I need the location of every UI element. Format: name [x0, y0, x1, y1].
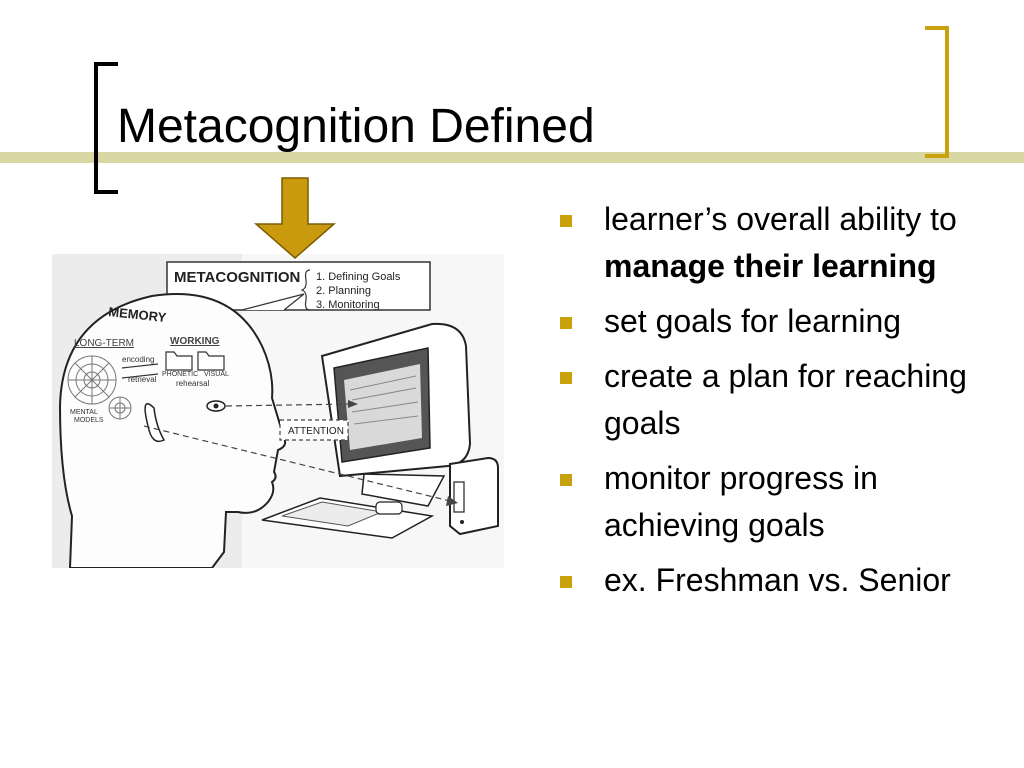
- bullet-marker: [560, 474, 572, 486]
- brace-icon: [300, 269, 311, 311]
- title-rule: [0, 152, 1024, 163]
- slide-title: Metacognition Defined: [117, 100, 595, 153]
- phonetic-label: PHONETIC: [162, 371, 198, 378]
- ear-icon: [144, 403, 166, 443]
- retrieval-label: retrieval: [128, 375, 157, 384]
- bullet-item: learner’s overall ability to manage thei…: [560, 196, 980, 290]
- bullet-text: learner’s overall ability to: [604, 201, 957, 237]
- folder-icon: [197, 351, 225, 371]
- long-term-label: LONG-TERM: [74, 338, 134, 349]
- bullet-emphasis: manage their learning: [604, 248, 937, 284]
- sight-arrowhead: [446, 496, 458, 506]
- bullet-text: create a plan for reaching goals: [604, 358, 967, 441]
- bullet-marker: [560, 372, 572, 384]
- left-bracket: [94, 62, 118, 194]
- computer-tower-icon: [449, 456, 499, 536]
- bullet-text: ex. Freshman vs. Senior: [604, 562, 951, 598]
- callout-pointer: [241, 293, 305, 311]
- memory-label: MEMORY: [108, 304, 168, 325]
- working-label: WORKING: [170, 336, 220, 347]
- right-bracket: [925, 26, 949, 158]
- sight-arrowhead: [348, 400, 358, 408]
- bullet-marker: [560, 317, 572, 329]
- step-label: 3. Monitoring: [316, 299, 380, 311]
- mental-models-label: MENTAL: [70, 409, 98, 416]
- monitor-stand: [361, 473, 446, 507]
- retrieval-arrow: [121, 373, 159, 379]
- visual-label: VISUAL: [204, 371, 229, 378]
- head-outline: [58, 293, 287, 568]
- sight-line: [143, 425, 455, 503]
- encoding-label: encoding: [122, 355, 154, 364]
- metacognition-illustration: METACOGNITION 1. Defining Goals 2. Plann…: [52, 176, 504, 568]
- step-label: 2. Planning: [316, 285, 371, 297]
- bullet-item: ex. Freshman vs. Senior: [560, 557, 980, 604]
- bullet-list: learner’s overall ability to manage thei…: [560, 196, 980, 612]
- bullet-item: set goals for learning: [560, 298, 980, 345]
- attention-label: ATTENTION: [288, 426, 344, 437]
- bullet-text: set goals for learning: [604, 303, 902, 339]
- attention-box: [279, 419, 349, 441]
- sight-line: [225, 403, 353, 407]
- step-label: 1. Defining Goals: [316, 271, 401, 283]
- bullet-text: monitor progress in achieving goals: [604, 460, 878, 543]
- folder-icon: [165, 351, 193, 371]
- computer-monitor: [320, 322, 472, 507]
- metacognition-label: METACOGNITION: [174, 269, 300, 286]
- bullet-item: create a plan for reaching goals: [560, 353, 980, 447]
- encoding-arrow: [121, 363, 159, 369]
- bullet-marker: [560, 576, 572, 588]
- rehearsal-label: rehearsal: [176, 379, 210, 388]
- bullet-marker: [560, 215, 572, 227]
- mouse-icon: [375, 501, 403, 515]
- pupil-icon: [213, 403, 219, 409]
- mental-models-label: MODELS: [74, 417, 104, 424]
- mental-models-web-icon: [108, 396, 132, 420]
- down-arrow-icon: [253, 177, 337, 259]
- long-term-memory-web-icon: [67, 355, 117, 405]
- bullet-item: monitor progress in achieving goals: [560, 455, 980, 549]
